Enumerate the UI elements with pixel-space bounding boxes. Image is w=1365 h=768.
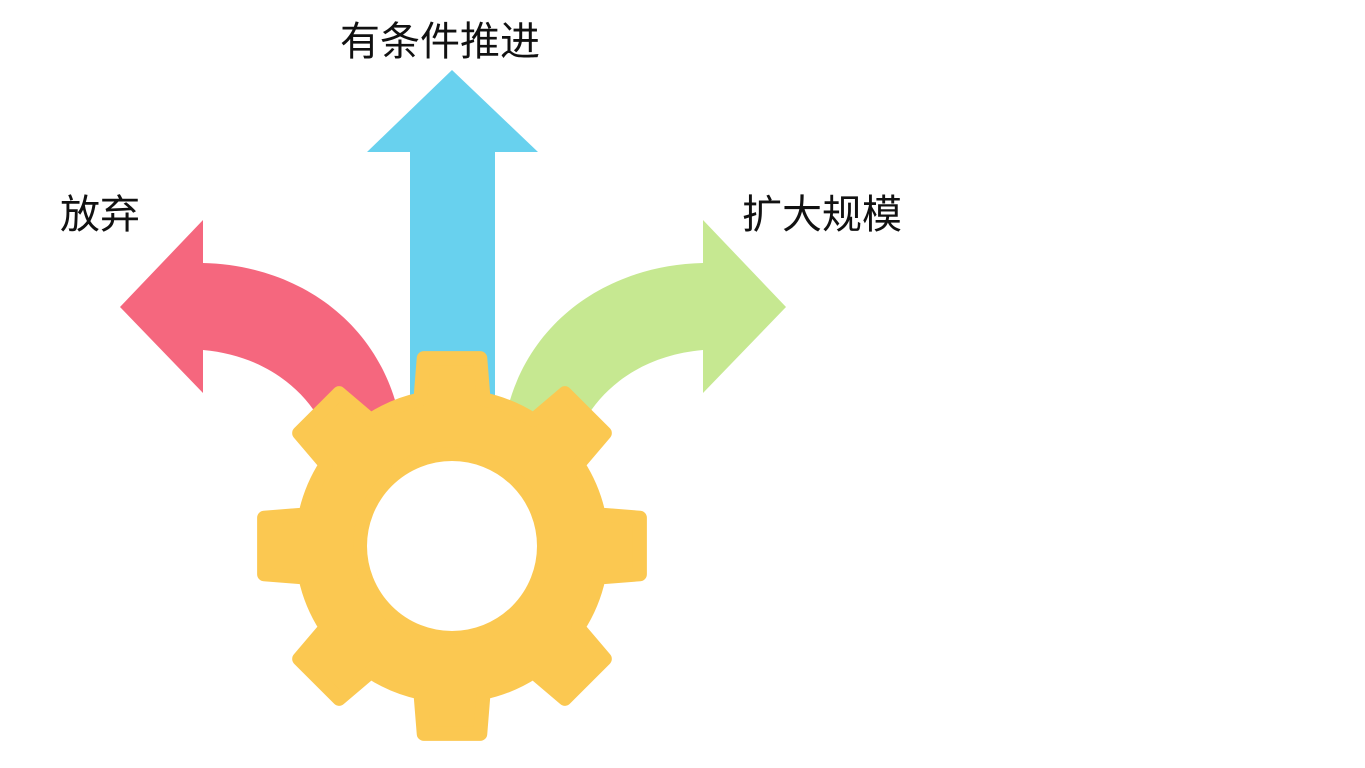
label-abandon: 放弃	[60, 192, 140, 238]
label-scale-up: 扩大规模	[742, 192, 902, 238]
arrow-up-shape	[367, 70, 538, 400]
gear-shape	[257, 351, 647, 741]
curved-arrow-left-icon	[120, 220, 400, 420]
gear-icon	[257, 351, 647, 741]
arrow-right-shape	[505, 220, 786, 420]
label-conditional-advance: 有条件推进	[340, 19, 540, 65]
curved-arrow-right-icon	[505, 220, 786, 420]
arrow-left-shape	[120, 220, 400, 420]
arrow-up-icon	[367, 70, 538, 400]
